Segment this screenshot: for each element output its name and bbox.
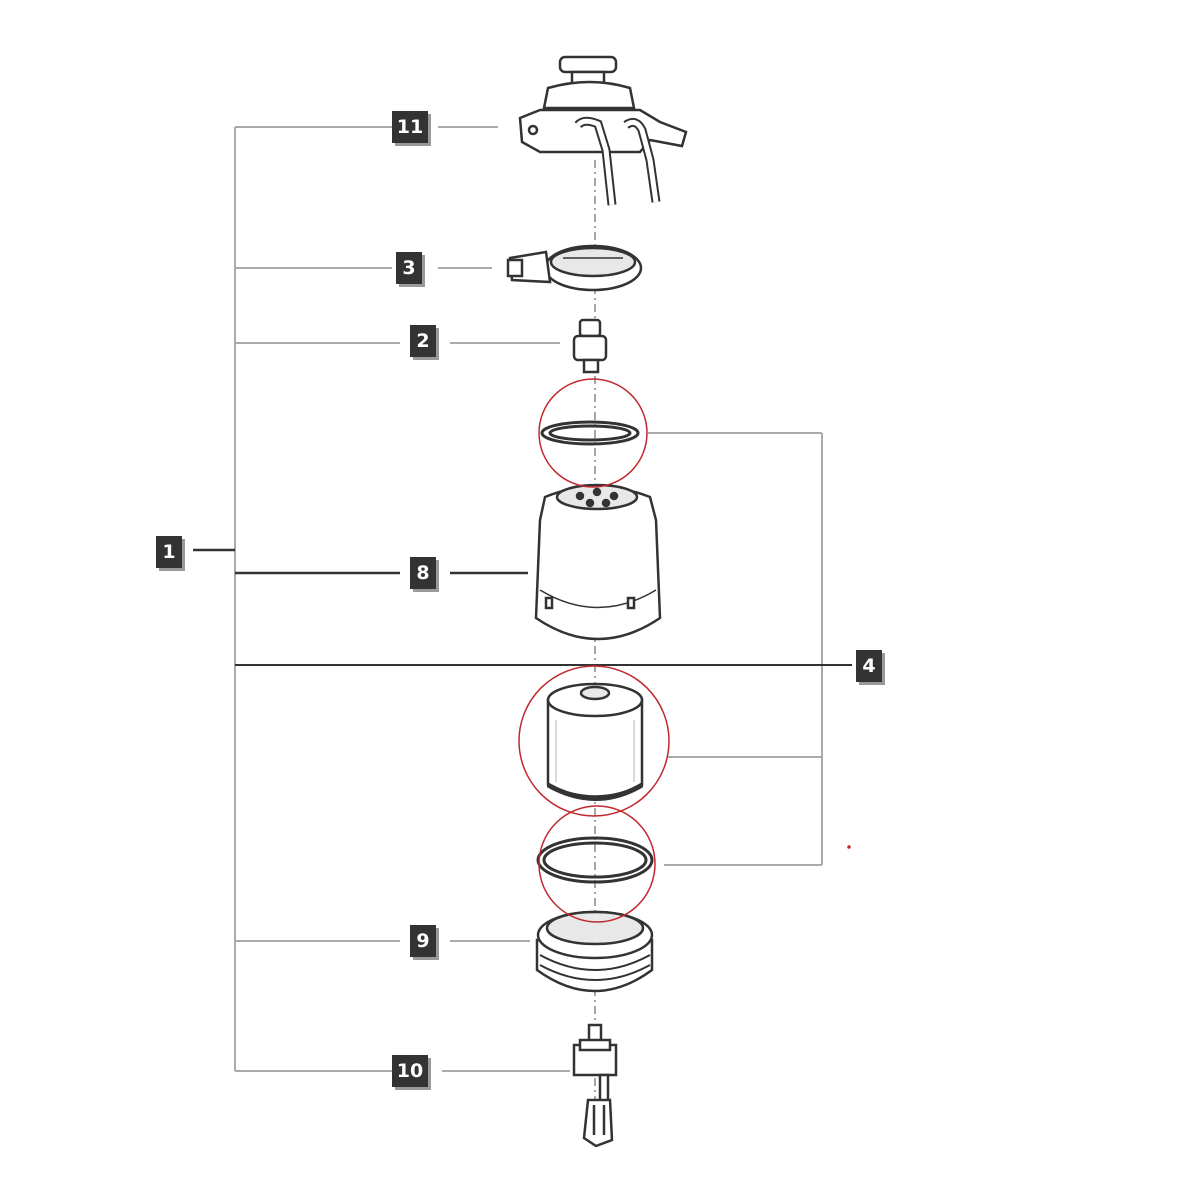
highlight-circles	[518, 378, 851, 923]
highlight-filter-element	[518, 665, 670, 817]
part-9-cap	[535, 910, 654, 993]
highlight-dot	[847, 845, 851, 849]
part-8-bowl	[534, 483, 662, 641]
part-filter-element	[546, 682, 644, 801]
part-10-sensor	[572, 1023, 618, 1148]
callout-10: 10	[392, 1055, 428, 1087]
leader-lines	[234, 126, 823, 1072]
callout-8: 8	[410, 557, 436, 589]
callout-3: 3	[396, 252, 422, 284]
leader-lines-dark	[193, 548, 852, 666]
part-lower-seal-ring	[536, 836, 654, 884]
callout-11: 11	[392, 111, 428, 143]
part-2-nipple	[572, 318, 608, 374]
part-3-collar	[506, 244, 643, 292]
part-upper-seal-ring	[540, 420, 640, 446]
highlight-upper-seal	[538, 378, 648, 488]
callout-1: 1	[156, 536, 182, 568]
part-11-filter-head	[518, 55, 688, 206]
highlight-lower-seal	[538, 805, 656, 923]
callout-4: 4	[856, 650, 882, 682]
callout-2: 2	[410, 325, 436, 357]
callout-9: 9	[410, 925, 436, 957]
